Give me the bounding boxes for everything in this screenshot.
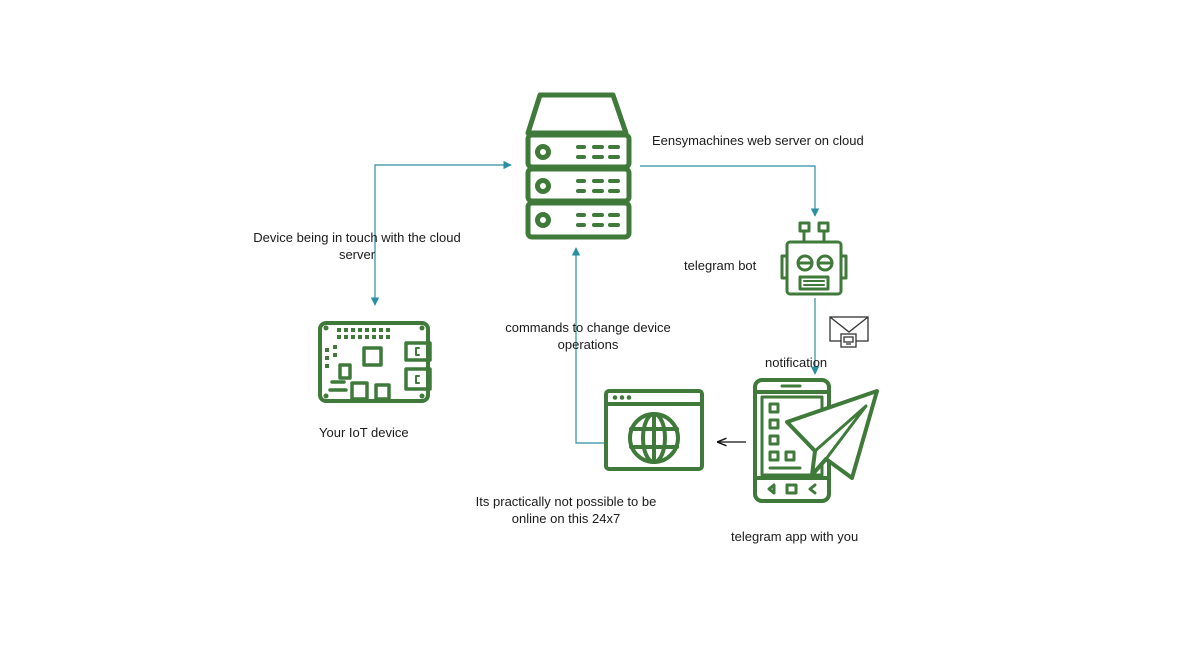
device-link-label-line2: server — [338, 247, 376, 262]
online-note-label: Its practically not possible to be onlin… — [456, 493, 676, 527]
robot-icon — [780, 221, 848, 296]
connector-browser-server — [571, 247, 604, 444]
notification-label: notification — [765, 355, 828, 370]
telegram-app-label: telegram app with you — [731, 529, 859, 544]
commands-label-line1: commands to change device — [505, 320, 671, 335]
bot-label: telegram bot — [684, 258, 757, 273]
connector-server-bot — [640, 165, 820, 217]
commands-label-line2: operations — [557, 337, 619, 352]
connector-device-server — [370, 160, 512, 306]
iot-device-label: Your IoT device — [319, 425, 409, 440]
online-note-line2: online on this 24x7 — [511, 511, 621, 526]
device-link-label-line1: Device being in touch with the cloud — [253, 230, 461, 245]
server-label: Eensymachines web server on cloud — [652, 133, 864, 148]
device-link-label: Device being in touch with the cloud ser… — [232, 229, 482, 263]
envelope-icon — [829, 316, 869, 348]
smartphone-telegram-icon — [753, 378, 879, 503]
commands-label: commands to change device operations — [488, 319, 688, 353]
online-note-line1: Its practically not possible to be — [475, 494, 657, 509]
web-browser-globe-icon — [604, 389, 704, 471]
circuit-board-icon — [318, 321, 432, 403]
server-rack-icon — [525, 92, 632, 240]
